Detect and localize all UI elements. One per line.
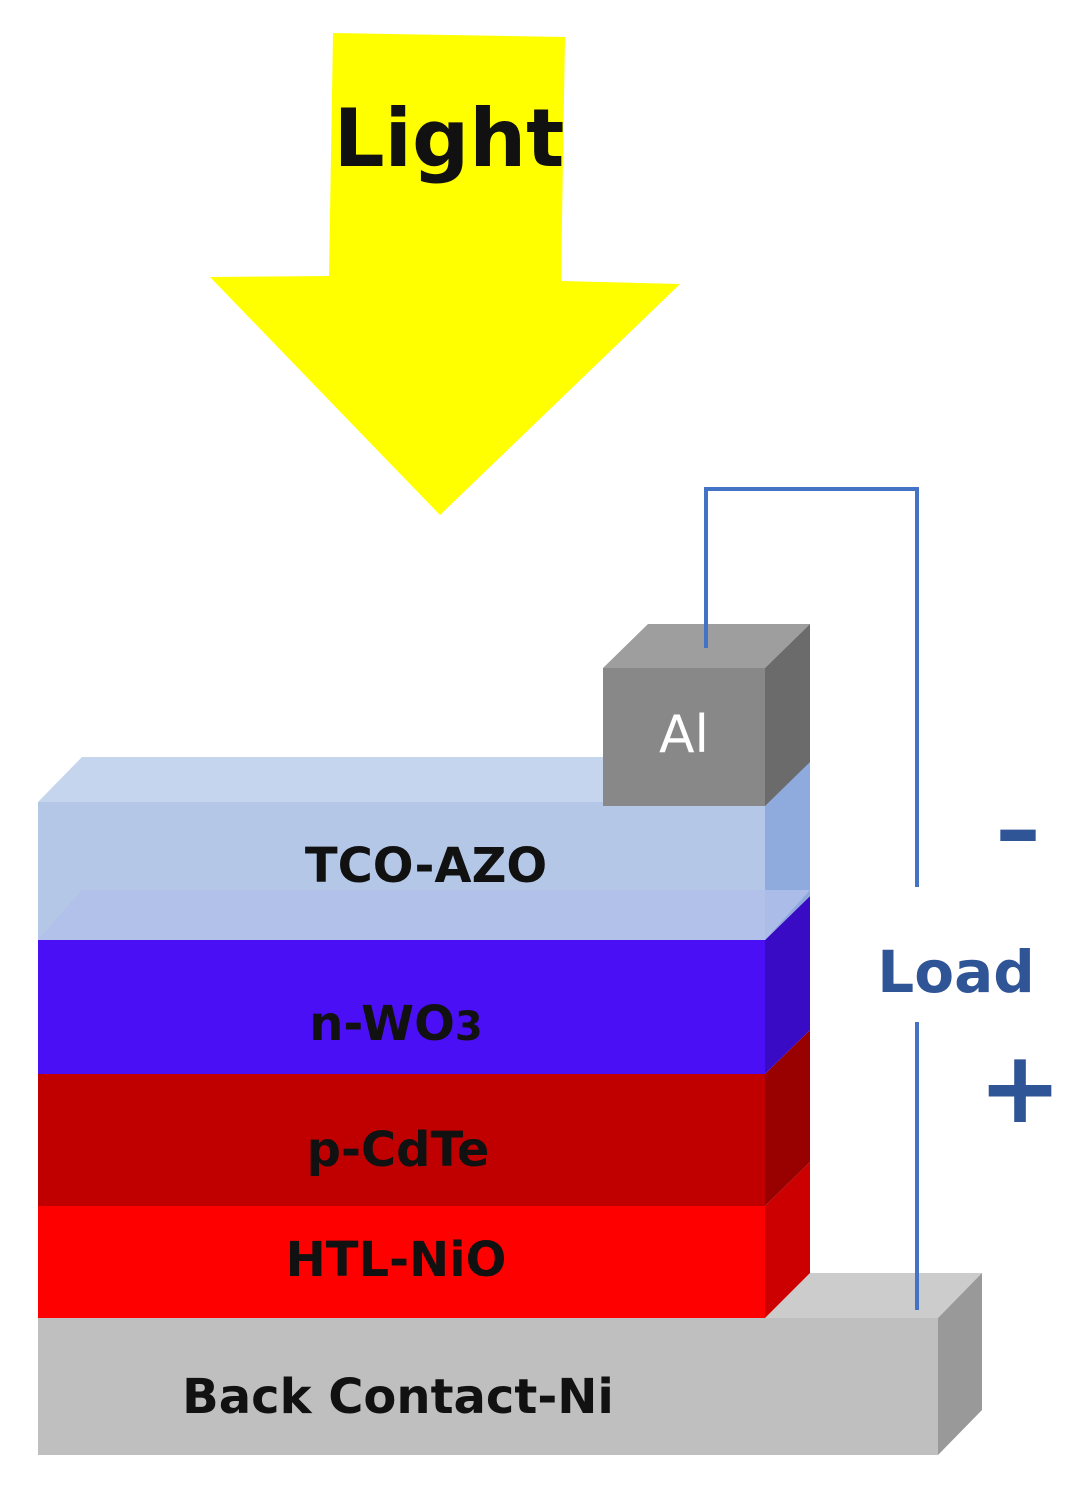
light-arrow: Light <box>210 33 680 515</box>
tco-azo-interface-band <box>38 890 810 940</box>
plus-sign: + <box>978 1029 1062 1146</box>
htl-nio-front-face <box>38 1206 765 1318</box>
htl-nio-layer: HTL-NiO <box>38 1162 810 1318</box>
htl-nio-side-face <box>765 1162 810 1318</box>
htl-nio-label: HTL-NiO <box>286 1232 507 1288</box>
tco-azo-layer: TCO-AZO <box>38 757 810 940</box>
back-contact-front-face <box>38 1318 938 1455</box>
back-contact-label: Back Contact-Ni <box>182 1369 614 1425</box>
n-wo3-label-sub: 3 <box>455 1004 483 1050</box>
load-label: Load <box>877 938 1034 1006</box>
wire-top <box>704 487 919 887</box>
n-wo3-label: n-WO3 <box>309 996 483 1052</box>
p-cdte-layer: p-CdTe <box>38 1030 810 1206</box>
tco-azo-label: TCO-AZO <box>305 838 547 894</box>
minus-sign: – <box>996 777 1041 882</box>
n-wo3-label-main: n-WO <box>309 996 455 1052</box>
light-arrow-shape <box>210 33 680 515</box>
n-wo3-front-face <box>38 940 765 1074</box>
al-contact-side-face <box>765 624 810 806</box>
back-contact-side-face <box>938 1273 982 1455</box>
al-contact-front-face <box>603 668 765 806</box>
n-wo3-side-face <box>765 896 810 1074</box>
back-contact-top-face <box>765 1273 982 1318</box>
back-contact-ni-layer: Back Contact-Ni <box>38 1273 982 1455</box>
p-cdte-label: p-CdTe <box>307 1122 490 1178</box>
light-label: Light <box>334 92 565 185</box>
circuit-wire <box>704 487 919 1310</box>
n-wo3-layer: n-WO3 <box>38 896 810 1074</box>
p-cdte-front-face <box>38 1074 765 1206</box>
al-contact-label: Al <box>659 705 709 765</box>
p-cdte-side-face <box>765 1030 810 1206</box>
al-contact: Al <box>603 624 810 806</box>
